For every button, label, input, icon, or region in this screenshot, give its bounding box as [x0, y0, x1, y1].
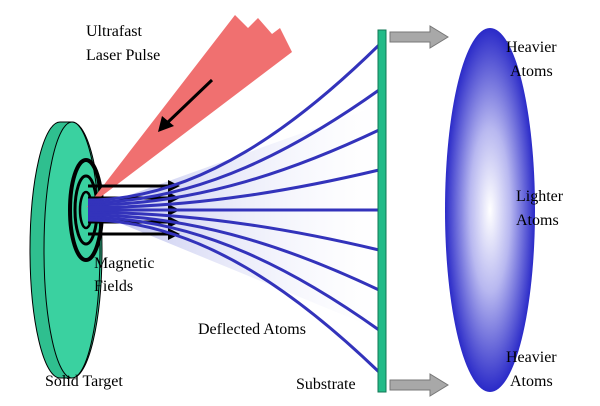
heavier-top-line2: Atoms	[510, 63, 553, 80]
flow-arrow-bottom	[389, 373, 449, 397]
solid-target	[29, 121, 103, 379]
lighter-line2: Atoms	[516, 212, 559, 229]
laser-label-line1: Ultrafast	[86, 23, 143, 40]
deposited-atoms	[445, 28, 535, 392]
heavier-bottom-line2: Atoms	[510, 373, 553, 390]
atom-trajectory	[87, 88, 380, 204]
laser-label-line2: Laser Pulse	[86, 47, 160, 64]
lighter-line1: Lighter	[516, 188, 564, 205]
magnetic-label-line2: Fields	[94, 278, 133, 295]
atom-trajectory	[87, 216, 380, 332]
magnetic-label-line1: Magnetic	[94, 255, 154, 272]
atom-trajectory	[87, 168, 380, 209]
atom-trajectory	[87, 218, 381, 374]
heavier-bottom-line1: Heavier	[506, 349, 557, 366]
laser-beam	[86, 15, 292, 208]
laser-direction-arrow	[158, 78, 214, 132]
deflected-label: Deflected Atoms	[198, 321, 306, 338]
substrate-plate	[377, 29, 387, 393]
atom-trajectory	[87, 43, 381, 202]
atom-trajectory	[87, 213, 380, 292]
atom-trajectories	[87, 43, 381, 374]
atom-trajectory	[87, 128, 380, 207]
flow-arrow-top	[389, 25, 449, 49]
substrate-label: Substrate	[296, 376, 356, 393]
atom-trajectory	[87, 211, 380, 252]
heavier-top-line1: Heavier	[506, 39, 557, 56]
target-label: Solid Target	[45, 373, 123, 390]
